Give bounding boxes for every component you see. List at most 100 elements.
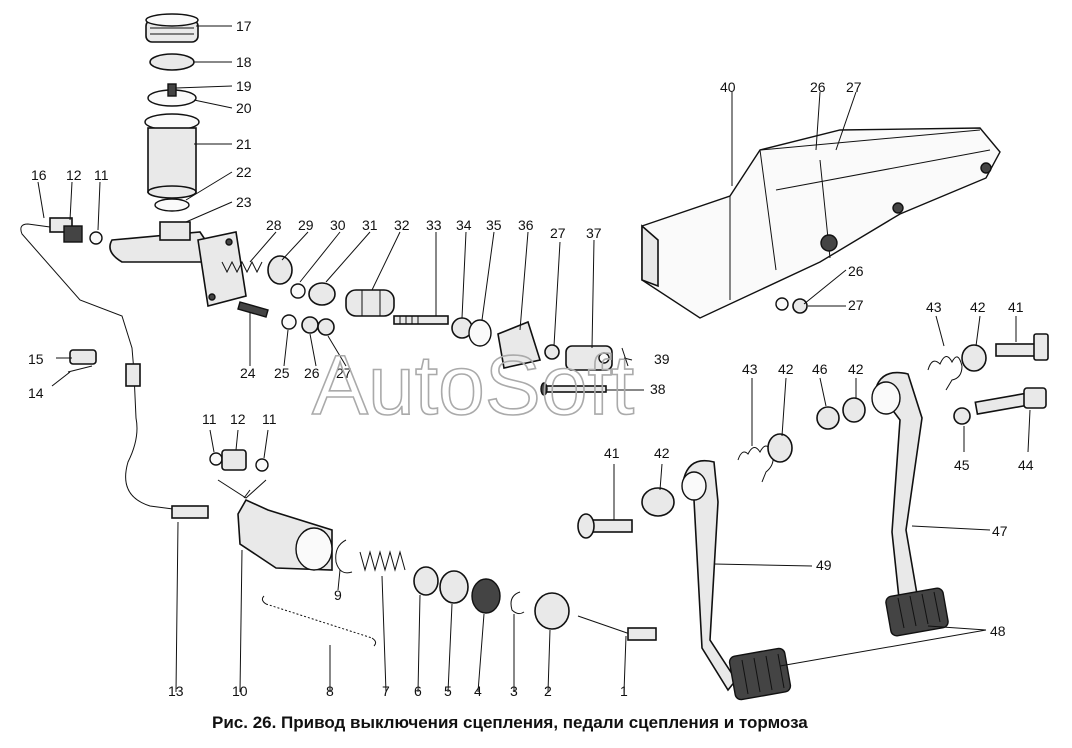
callout-47: 47: [992, 523, 1008, 539]
slave-cup: [471, 578, 501, 614]
slave-pushrod: [577, 615, 657, 641]
clevis-pin: [540, 382, 607, 396]
clutch-pivot-bolt: [577, 513, 633, 539]
bracket-washer: [775, 297, 789, 311]
callout-9: 9: [334, 587, 342, 603]
mounting-stud: [237, 301, 269, 318]
brake-pedal: [871, 371, 949, 637]
slave-boot: [534, 592, 570, 630]
callout-27-low: 27: [336, 365, 352, 381]
callout-42-top: 42: [970, 299, 986, 315]
brake-pedal-pad: [885, 587, 949, 637]
callout-32: 32: [394, 217, 410, 233]
hydraulic-pipe: [20, 223, 135, 373]
clevis: [565, 345, 613, 371]
callout-1: 1: [620, 683, 628, 699]
callout-36: 36: [518, 217, 534, 233]
brake-return-spring: [927, 356, 963, 391]
piston: [308, 282, 336, 306]
callout-5: 5: [444, 683, 452, 699]
callout-28: 28: [266, 217, 282, 233]
callout-7: 7: [382, 683, 390, 699]
callout-35: 35: [486, 217, 502, 233]
callout-37: 37: [586, 225, 602, 241]
callout-15: 15: [28, 351, 44, 367]
brake-spacer: [842, 397, 866, 423]
figure-caption: Рис. 26. Привод выключения сцепления, пе…: [212, 713, 808, 732]
callout-27-mid: 27: [550, 225, 566, 241]
callout-11-left: 11: [202, 411, 217, 427]
reservoir-seal: [154, 198, 190, 212]
callout-40: 40: [720, 79, 736, 95]
pedal-nut: [816, 406, 840, 430]
callout-16: 16: [31, 167, 47, 183]
stop-bolt-nut: [953, 407, 971, 425]
callout-22: 22: [236, 164, 252, 180]
callout-26-right: 26: [848, 263, 864, 279]
cylinder-spring: [221, 260, 263, 274]
callout-30: 30: [330, 217, 346, 233]
callout-31: 31: [362, 217, 378, 233]
pedal-boot: [497, 320, 542, 369]
bracket-nut: [792, 298, 808, 314]
reservoir-filter: [149, 53, 195, 71]
callout-19: 19: [236, 78, 252, 94]
reservoir-cap: [145, 13, 199, 43]
cotter-pin: [621, 347, 629, 367]
clutch-return-spring: [737, 445, 774, 483]
callout-25: 25: [274, 365, 290, 381]
slave-cylinder: [237, 489, 333, 571]
piston-cup: [267, 255, 293, 285]
stud-washer: [281, 314, 297, 330]
clutch-pedal-pad: [728, 647, 792, 701]
brake-hose: [125, 363, 209, 519]
callout-11-top: 11: [94, 167, 109, 183]
piston-washer: [290, 283, 306, 299]
pipe-clip: [67, 349, 97, 373]
brake-bushing: [961, 344, 987, 372]
callout-42-right: 42: [848, 361, 864, 377]
retaining-ring: [468, 319, 492, 347]
stud-nut-a: [301, 316, 319, 334]
callout-45: 45: [954, 457, 970, 473]
callout-39: 39: [654, 351, 670, 367]
pedal-bracket: [641, 127, 1001, 319]
reservoir-float: [147, 83, 197, 107]
callout-48: 48: [990, 623, 1006, 639]
spring-seat: [413, 566, 439, 596]
callout-29: 29: [298, 217, 314, 233]
callout-34: 34: [456, 217, 472, 233]
callout-43-right: 43: [926, 299, 942, 315]
callout-4: 4: [474, 683, 482, 699]
callout-8: 8: [326, 683, 334, 699]
boot-ring: [510, 591, 525, 615]
callout-41-right: 41: [1008, 299, 1024, 315]
callout-44: 44: [1018, 457, 1034, 473]
callout-42-mid: 42: [778, 361, 794, 377]
pushrod: [393, 315, 449, 325]
clutch-bushing: [641, 487, 675, 517]
clutch-spacer: [767, 433, 793, 463]
stop-bolt: [974, 387, 1047, 416]
pipe-union: [49, 217, 103, 245]
callout-43-mid: 43: [742, 361, 758, 377]
master-cylinder: [109, 221, 247, 308]
callout-14: 14: [28, 385, 44, 401]
callout-12-top: 12: [66, 167, 82, 183]
callout-17: 17: [236, 18, 252, 34]
callout-20: 20: [236, 100, 252, 116]
callout-46: 46: [812, 361, 828, 377]
callout-6: 6: [414, 683, 422, 699]
callout-21: 21: [236, 136, 252, 152]
brake-pivot-bolt: [995, 333, 1049, 361]
callout-24: 24: [240, 365, 256, 381]
pushrod-boot: [345, 289, 395, 317]
callout-26-top: 26: [810, 79, 826, 95]
callout-13: 13: [168, 683, 184, 699]
slave-fitting: [209, 449, 269, 499]
leader-lines: [37, 25, 1031, 693]
callout-38: 38: [650, 381, 666, 397]
reservoir-body: [144, 113, 200, 199]
